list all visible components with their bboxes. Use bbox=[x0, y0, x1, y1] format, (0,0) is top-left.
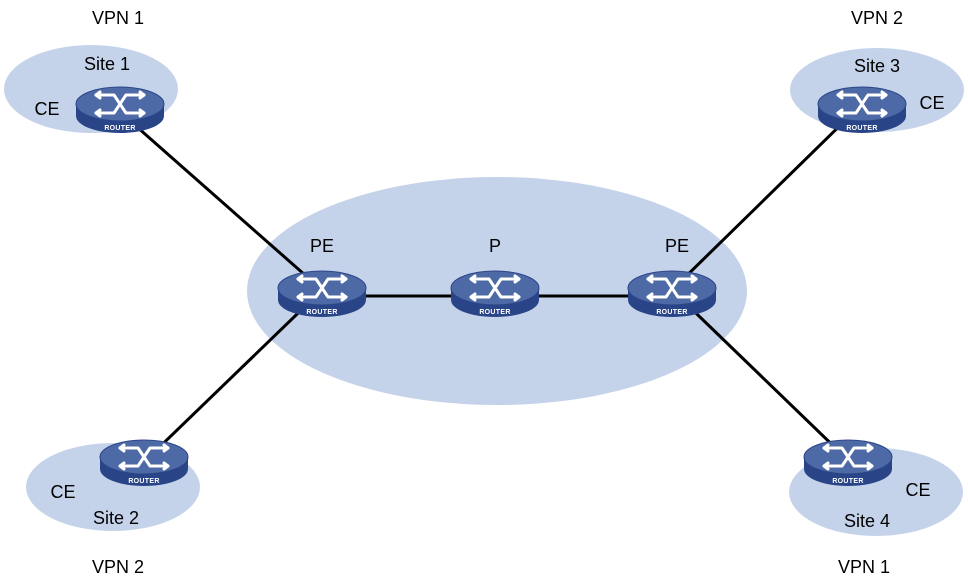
vpn-label-site-1: VPN 1 bbox=[92, 8, 144, 28]
p-label: P bbox=[489, 236, 501, 256]
vpn-label-site-2: VPN 2 bbox=[92, 557, 144, 577]
pe-left-label: PE bbox=[310, 236, 334, 256]
routers: ROUTER ROUTER ROUTER ROUTER ROUTER ROUTE… bbox=[74, 85, 908, 488]
router-ce-site-3[interactable]: ROUTER bbox=[816, 85, 908, 135]
links bbox=[119, 102, 864, 464]
router-ce-site-1[interactable]: ROUTER bbox=[74, 85, 166, 135]
ce-label-site-4: CE bbox=[905, 480, 930, 500]
link-ce1-pe-left bbox=[119, 110, 323, 292]
link-pe-right-ce4 bbox=[670, 288, 850, 462]
router-caption: ROUTER bbox=[846, 125, 877, 132]
pe-right-label: PE bbox=[665, 236, 689, 256]
router-caption: ROUTER bbox=[832, 478, 863, 485]
link-ce2-pe-left bbox=[142, 288, 324, 464]
site-label-2: Site 2 bbox=[93, 508, 139, 528]
site-label-1: Site 1 bbox=[84, 54, 130, 74]
ce-label-site-3: CE bbox=[919, 93, 944, 113]
labels: VPN 1 Site 1 CE VPN 2 Site 3 CE PE P PE … bbox=[34, 8, 944, 577]
router-caption: ROUTER bbox=[306, 309, 337, 316]
router-caption: ROUTER bbox=[656, 309, 687, 316]
site-label-3: Site 3 bbox=[854, 56, 900, 76]
router-caption: ROUTER bbox=[104, 125, 135, 132]
router-caption: ROUTER bbox=[479, 309, 510, 316]
ce-label-site-2: CE bbox=[50, 482, 75, 502]
router-caption: ROUTER bbox=[128, 478, 159, 485]
router-pe-left[interactable]: ROUTER bbox=[276, 269, 368, 319]
vpn-label-site-4: VPN 1 bbox=[838, 557, 890, 577]
ce-label-site-1: CE bbox=[34, 99, 59, 119]
site-label-4: Site 4 bbox=[844, 511, 890, 531]
link-pe-right-ce3 bbox=[670, 102, 864, 292]
router-pe-right[interactable]: ROUTER bbox=[626, 269, 718, 319]
vpn-label-site-3: VPN 2 bbox=[851, 8, 903, 28]
router-ce-site-4[interactable]: ROUTER bbox=[802, 438, 894, 488]
router-ce-site-2[interactable]: ROUTER bbox=[98, 438, 190, 488]
router-p[interactable]: ROUTER bbox=[449, 269, 541, 319]
